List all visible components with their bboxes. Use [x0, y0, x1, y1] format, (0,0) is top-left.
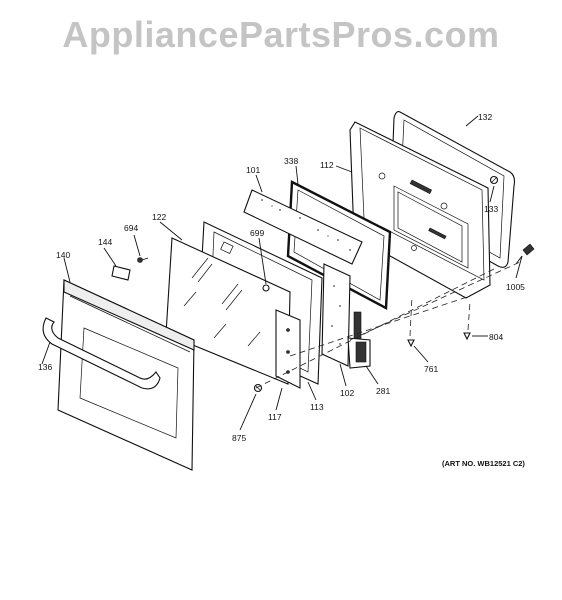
label-133: 133: [484, 204, 498, 214]
part-101-insulation[interactable]: [243, 189, 363, 265]
label-113: 113: [310, 402, 324, 412]
label-1005: 1005: [506, 282, 525, 292]
part-804-screw[interactable]: [463, 332, 471, 341]
part-144-nameplate[interactable]: [111, 265, 131, 281]
label-144: 144: [98, 237, 112, 247]
part-102-insulation[interactable]: [321, 263, 351, 367]
label-136: 136: [38, 362, 52, 372]
part-136-handle[interactable]: [42, 317, 161, 390]
label-122: 122: [152, 212, 166, 222]
label-694: 694: [124, 223, 138, 233]
label-804: 804: [489, 332, 503, 342]
label-699: 699: [250, 228, 264, 238]
label-132: 132: [478, 112, 492, 122]
label-761: 761: [424, 364, 438, 374]
part-133-screw[interactable]: [489, 175, 499, 185]
label-875: 875: [232, 433, 246, 443]
label-112: 112: [320, 160, 334, 170]
part-1005-screw[interactable]: [515, 243, 535, 265]
part-122-glass[interactable]: [165, 237, 291, 385]
label-338: 338: [284, 156, 298, 166]
label-140: 140: [56, 250, 70, 260]
part-694-screw[interactable]: [137, 257, 149, 263]
watermark: AppliancePartsPros.com: [62, 14, 500, 55]
part-875-screw[interactable]: [253, 383, 263, 393]
part-761-screw[interactable]: [407, 339, 415, 348]
label-102: 102: [340, 388, 354, 398]
part-281-hinge[interactable]: [347, 311, 371, 369]
label-281: 281: [376, 386, 390, 396]
label-101: 101: [246, 165, 260, 175]
part-699-screw[interactable]: [262, 284, 270, 292]
part-117-vent[interactable]: [275, 309, 301, 389]
part-112-inner-liner[interactable]: [349, 121, 491, 299]
art-number: (ART NO. WB12521 C2): [442, 459, 525, 468]
label-117: 117: [268, 412, 282, 422]
